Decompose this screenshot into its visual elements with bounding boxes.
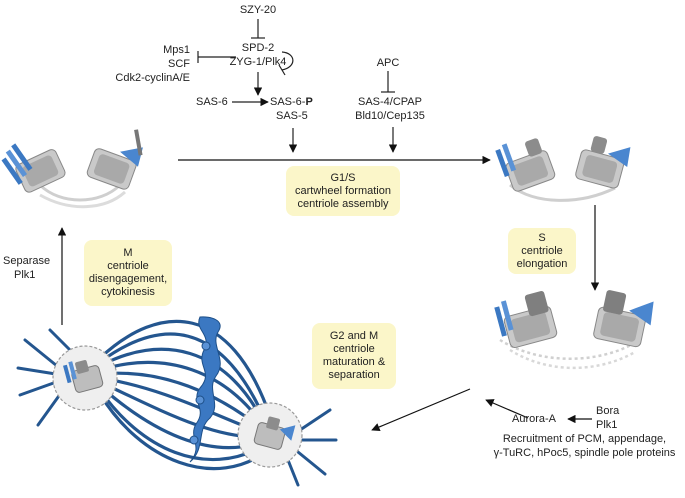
apc-label: APC: [376, 57, 400, 69]
szy20-label: SZY-20: [239, 4, 277, 16]
phase-m-line3: cytokinesis: [101, 286, 155, 298]
phase-m-title: M: [123, 247, 133, 259]
scf-label: SCF: [168, 58, 190, 70]
recruitment-line2: γ-TuRC, hPoc5, spindle pole proteins: [493, 447, 676, 459]
phase-m-box: M centriole disengagement, cytokinesis: [84, 240, 172, 306]
centrosome-s: [495, 136, 631, 202]
sas6p-label: SAS-6-P: [270, 96, 313, 109]
centriole-barrel: [86, 129, 143, 190]
aurora-label: Aurora-A: [512, 413, 557, 425]
phase-g1s-line1: cartwheel formation: [295, 184, 391, 197]
centriole-barrel: [575, 136, 631, 189]
phase-s-box: S centriole elongation: [508, 228, 576, 274]
linker-fiber: [39, 190, 127, 209]
recruitment-line1: Recruitment of PCM, appendage,: [502, 433, 667, 445]
phase-g2m-line3: separation: [328, 369, 380, 381]
regulation-arrows: [197, 19, 398, 153]
sas6p-name: SAS-6-: [270, 96, 306, 108]
phase-s-line1: centriole: [521, 244, 563, 257]
centriole-barrel: [495, 138, 556, 192]
phase-g1s-line2: centriole assembly: [297, 197, 389, 210]
phase-g2m-line2: maturation &: [322, 356, 386, 368]
zyg1-label: ZYG-1/Plk4: [229, 56, 287, 68]
zyg1-auto-inhibit: [281, 51, 294, 71]
phase-m-line1: centriole: [107, 260, 149, 272]
phase-m-line2: disengagement,: [88, 273, 168, 285]
centriole-barrel: [593, 290, 654, 348]
sas5-label: SAS-5: [276, 110, 308, 122]
sas6-label: SAS-6: [196, 96, 228, 108]
cycle-arrows: [57, 155, 600, 431]
phase-s-title: S: [538, 231, 546, 244]
centriole-pair-right-pole: [253, 416, 296, 450]
phase-g2m-line1: centriole: [333, 343, 375, 355]
chromosomes: [189, 316, 221, 463]
g2m-cycle-arrow: [371, 388, 471, 431]
phospho-mark: P: [305, 96, 313, 108]
bld10-label: Bld10/Cep135: [355, 110, 425, 122]
spindle-microtubules: [98, 319, 272, 471]
centrosome-g2: [494, 290, 654, 370]
phase-g2m-box: G2 and M centriole maturation & separati…: [312, 323, 396, 389]
linker-fiber: [509, 348, 636, 370]
aurora-arrow: [485, 399, 529, 419]
separase-label: Separase: [3, 255, 51, 267]
centriole-barrel: [1, 143, 66, 193]
mps1-label: Mps1: [163, 44, 190, 56]
phase-s-line2: elongation: [516, 257, 568, 270]
phase-g1s-title: G1/S: [330, 171, 356, 184]
centrosome-g1: [1, 129, 143, 209]
phase-g2m-title: G2 and M: [329, 330, 379, 342]
spd2-label: SPD-2: [241, 42, 275, 54]
phase-g1s-box: G1/S cartwheel formation centriole assem…: [286, 166, 400, 216]
plk1-right-label: Plk1: [596, 419, 618, 431]
linker-fiber: [38, 183, 122, 202]
centriole-barrel: [494, 291, 558, 348]
bora-label: Bora: [596, 405, 620, 417]
sas4-label: SAS-4/CPAP: [358, 96, 422, 108]
linker-fiber: [499, 338, 641, 360]
cdk2-label: Cdk2-cyclinA/E: [115, 72, 190, 84]
mitotic-spindle: [16, 316, 338, 487]
plk1-left-label: Plk1: [14, 269, 36, 281]
centriole-pair-left-pole: [63, 360, 104, 393]
zyg1-auto-inhibit-bar: [278, 64, 286, 76]
